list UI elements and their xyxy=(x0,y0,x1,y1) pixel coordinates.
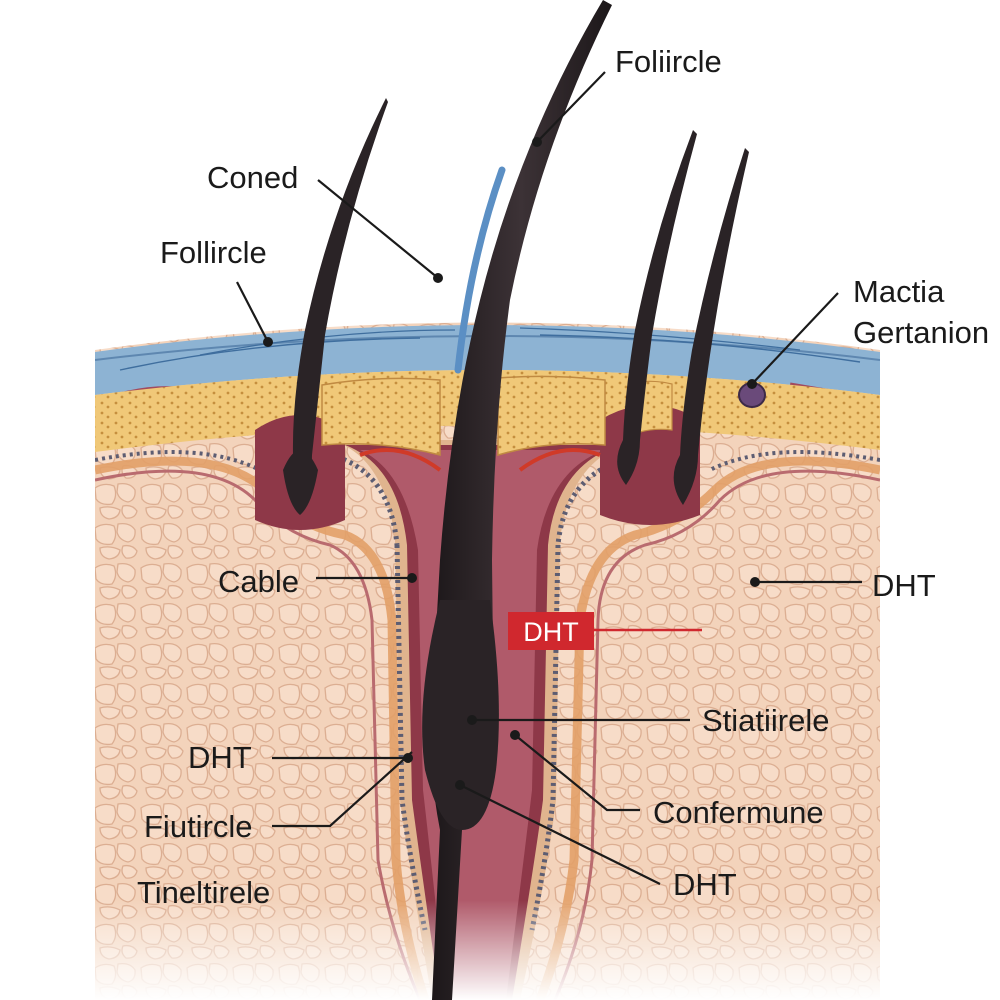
left-hair xyxy=(290,98,388,500)
dht-badge-label: DHT xyxy=(523,617,579,647)
right-hair-1 xyxy=(617,130,697,485)
hair-bulb xyxy=(422,600,499,830)
label-dht-right: DHT xyxy=(872,568,936,603)
label-confermune: Confermune xyxy=(653,795,824,830)
label-foliircle-top: Foliircle xyxy=(615,44,722,79)
blue-hair-strand xyxy=(454,166,506,374)
dht-badge: DHT xyxy=(508,612,594,650)
label-follircle-left: Follircle xyxy=(160,235,267,270)
labels: Foliircle Coned Follircle Mactia Gertani… xyxy=(137,44,989,910)
label-stiatiirele: Stiatiirele xyxy=(702,703,830,738)
label-dht-left: DHT xyxy=(188,740,252,775)
leader-lines xyxy=(236,71,862,885)
label-dht-bottom: DHT xyxy=(673,867,737,902)
right-hair-2 xyxy=(673,148,749,505)
label-gertanion: Gertanion xyxy=(853,315,989,350)
label-cable: Cable xyxy=(218,564,299,599)
label-mactia: Mactia xyxy=(853,274,945,309)
label-tineltirele: Tineltirele xyxy=(137,875,270,910)
hair-shafts xyxy=(283,0,749,1000)
label-coned: Coned xyxy=(207,160,298,195)
label-fiutircle: Fiutircle xyxy=(144,809,253,844)
